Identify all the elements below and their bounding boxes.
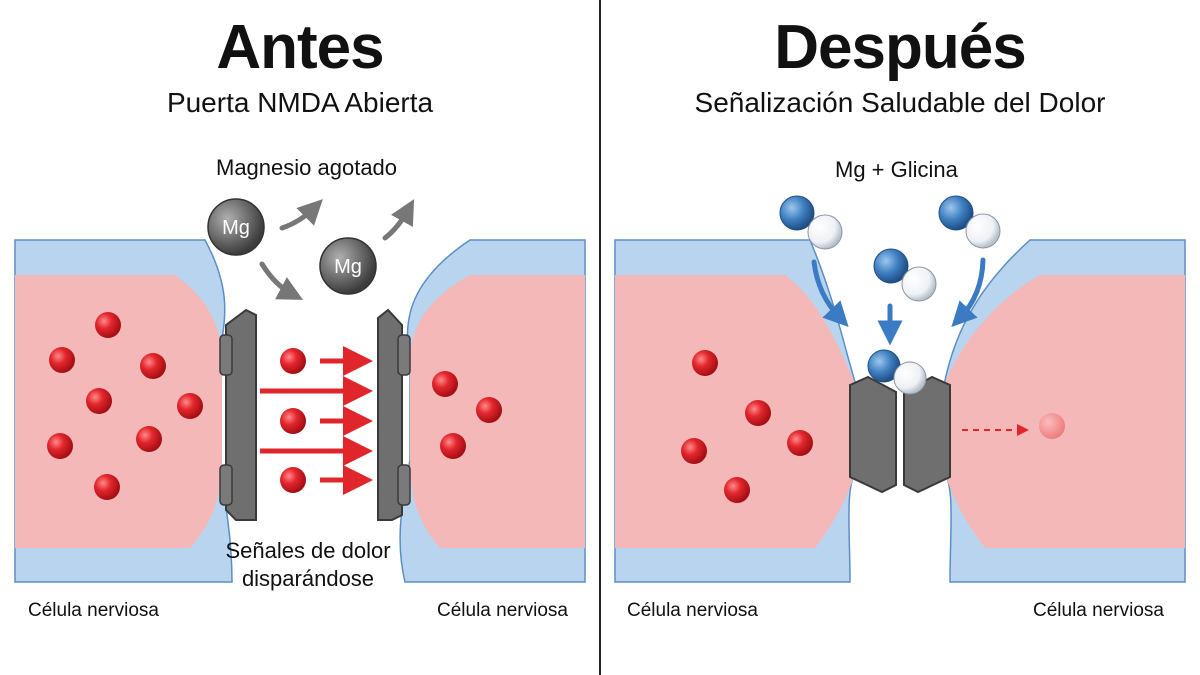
left-cell-signals: [681, 350, 813, 503]
glycine-molecule: [873, 248, 937, 302]
mg-glycine-label: Mg + Glicina: [835, 157, 958, 182]
binding-arrows: [811, 257, 986, 346]
closed-gate: [849, 375, 951, 494]
svg-text:Mg: Mg: [222, 217, 250, 239]
left-gate: [219, 308, 257, 521]
right-cell-label: Célula nerviosa: [437, 600, 568, 621]
magnesium-ion: Mg: [319, 237, 377, 295]
after-title: Después: [774, 13, 1026, 82]
synapse-signals: [280, 348, 306, 493]
after-subtitle: Señalización Saludable del Dolor: [694, 87, 1106, 118]
before-subtitle: Puerta NMDA Abierta: [166, 87, 434, 118]
left-cell-label: Célula nerviosa: [627, 600, 758, 621]
after-diagram: [614, 195, 1186, 583]
panel-divider: [599, 0, 601, 675]
right-cell-signals: [432, 371, 502, 459]
depletion-arrows: [259, 199, 415, 300]
pain-signals-label-line1: Señales de dolor: [225, 538, 391, 563]
glycine-molecule: [779, 195, 843, 250]
magnesium-ion: Mg: [207, 198, 265, 256]
left-cell-cytoplasm: [15, 275, 222, 548]
signal-arrows: [260, 346, 373, 495]
pain-signals-label-line2: disparándose: [241, 566, 375, 591]
before-title: Antes: [216, 13, 384, 82]
right-cell-cytoplasm: [944, 275, 1185, 548]
left-cell-cytoplasm: [615, 275, 856, 548]
right-gate: [377, 308, 411, 521]
left-cell-signals: [47, 312, 203, 500]
magnesium-depleted-label: Magnesio agotado: [216, 155, 398, 180]
blocked-signal: [962, 413, 1065, 439]
right-cell-label: Célula nerviosa: [1033, 600, 1164, 621]
before-diagram: Mg Mg: [14, 198, 586, 583]
before-panel: Mg Mg Antes Puerta NMDA Abierta Magnesio…: [14, 13, 586, 621]
pain-signals-label: Señales de dolor disparándose: [218, 537, 398, 593]
glycine-molecule-bound: [867, 349, 927, 395]
after-panel: Después Señalización Saludable del Dolor…: [600, 0, 1200, 675]
svg-text:Mg: Mg: [334, 256, 362, 278]
left-cell-label: Célula nerviosa: [28, 600, 159, 621]
glycine-molecule: [938, 195, 1001, 249]
